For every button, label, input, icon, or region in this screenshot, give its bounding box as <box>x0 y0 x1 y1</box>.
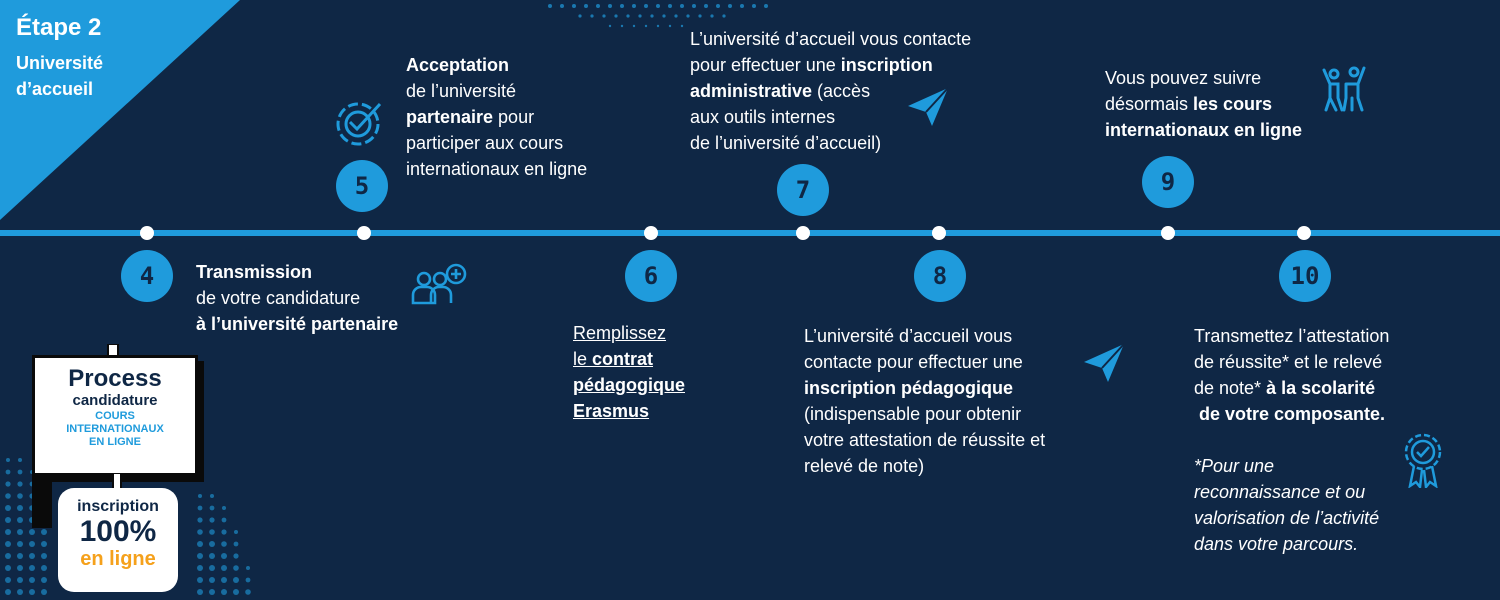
stage-title: Étape 2 <box>16 14 102 41</box>
sign-line: INTERNATIONAUX <box>66 423 164 435</box>
badge-line: en ligne <box>80 548 156 570</box>
step-5-line: internationaux en ligne <box>406 159 588 179</box>
step-8-line: contacte pour effectuer une <box>804 352 1023 372</box>
step-10-note-line: dans votre parcours. <box>1194 534 1359 554</box>
users-add-icon <box>411 263 467 305</box>
step-10-line: de note* <box>1194 378 1267 398</box>
online-badge: inscription 100% en ligne <box>58 488 178 592</box>
step-7-bold: administrative <box>690 81 813 101</box>
step-9-text: Vous pouvez suivre désormais les cours i… <box>1105 65 1302 143</box>
sign-line: COURS <box>95 410 135 422</box>
step-10-note-line: reconnaissance et ou <box>1194 482 1366 502</box>
step-6-link[interactable]: le contrat <box>573 349 653 369</box>
step-5-bold-title: Acceptation <box>406 55 510 75</box>
timeline-dot <box>357 226 371 240</box>
timeline-line <box>0 230 1500 236</box>
badge-percent: 100% <box>79 515 157 548</box>
step-10-note-line: *Pour une <box>1194 456 1275 476</box>
sign-post <box>107 344 119 358</box>
step-8-line: L’université d’accueil vous <box>804 326 1013 346</box>
step-7-number: 7 <box>777 164 829 216</box>
step-10-line: Transmettez l’attestation <box>1194 326 1390 346</box>
step-8-bold: inscription pédagogique <box>804 378 1014 398</box>
step-10-number: 10 <box>1279 250 1331 302</box>
step-6-link-bold: contrat <box>592 349 654 369</box>
step-4-bold-title: Transmission <box>196 262 313 282</box>
step-7-line: de l’université d’accueil) <box>690 133 882 153</box>
step-8-line: votre attestation de réussite et <box>804 430 1046 450</box>
step-7-line: aux outils internes <box>690 107 836 127</box>
step-7-bold: inscription <box>840 55 933 75</box>
timeline-dot <box>140 226 154 240</box>
timeline-dot <box>1161 226 1175 240</box>
step-5-line: pour <box>493 107 535 127</box>
stage-subtitle: Université d’accueil <box>16 53 104 99</box>
check-target-icon <box>336 102 382 146</box>
step-7-text: L’université d’accueil vous contacte pou… <box>690 26 971 156</box>
step-4-line: de votre candidature <box>196 288 361 308</box>
step-8-number: 8 <box>914 250 966 302</box>
step-10-note-line: valorisation de l’activité <box>1194 508 1380 528</box>
step-6-link-part: le <box>573 349 593 369</box>
step-4-bold-line: à l’université partenaire <box>196 314 399 334</box>
step-4-number: 4 <box>121 250 173 302</box>
step-7-line: L’université d’accueil vous contacte <box>690 29 972 49</box>
step-10-bold: de votre composante. <box>1199 404 1386 424</box>
step-5-text: Acceptation de l’université partenaire p… <box>406 52 587 182</box>
step-9-line: désormais <box>1105 94 1194 114</box>
timeline-dot <box>644 226 658 240</box>
step-8-line: (indispensable pour obtenir <box>804 404 1022 424</box>
sign-line: EN LIGNE <box>89 436 141 448</box>
halftone-decoration <box>548 4 768 28</box>
step-7-line: pour effectuer une <box>690 55 841 75</box>
badge-line: inscription <box>77 498 159 515</box>
step-6-link[interactable]: Erasmus <box>573 401 650 421</box>
step-6-link[interactable]: pédagogique <box>573 375 685 395</box>
step-5-number: 5 <box>336 160 388 212</box>
step-10-bold: à la scolarité <box>1266 378 1376 398</box>
sign-subtitle: candidature <box>72 392 158 409</box>
sign-post <box>112 473 122 489</box>
step-6-text: Remplissez le contrat pédagogique Erasmu… <box>573 320 685 424</box>
step-6-link[interactable]: Remplissez <box>573 323 667 343</box>
step-7-line: (accès <box>812 81 871 101</box>
step-9-line: Vous pouvez suivre <box>1105 68 1262 88</box>
paper-plane-icon <box>908 87 949 126</box>
timeline-dot <box>932 226 946 240</box>
step-6-number: 6 <box>625 250 677 302</box>
step-5-line: de l’université <box>406 81 517 101</box>
step-8-line: relevé de note) <box>804 456 925 476</box>
step-4-text: Transmission de votre candidature à l’un… <box>196 259 398 337</box>
sign-post <box>32 468 52 528</box>
stage-corner-banner <box>0 0 240 220</box>
timeline-dot <box>1297 226 1311 240</box>
step-8-text: L’université d’accueil vous contacte pou… <box>804 323 1045 479</box>
paper-plane-icon <box>1084 343 1125 382</box>
timeline-dot <box>796 226 810 240</box>
step-9-number: 9 <box>1142 156 1194 208</box>
step-10-line: de réussite* et le relevé <box>1194 352 1383 372</box>
sign-title: Process <box>68 365 162 392</box>
step-10-note: *Pour une reconnaissance et ou valorisat… <box>1194 453 1379 557</box>
award-ribbon-icon <box>1404 433 1442 488</box>
step-9-bold: les cours <box>1193 94 1273 114</box>
process-sign: Process candidature COURS INTERNATIONAUX… <box>32 355 198 476</box>
step-9-bold: internationaux en ligne <box>1105 120 1303 140</box>
step-5-bold: partenaire <box>406 107 494 127</box>
people-cheer-icon <box>1322 66 1366 112</box>
step-5-line: participer aux cours <box>406 133 564 153</box>
step-10-text: Transmettez l’attestation de réussite* e… <box>1194 323 1389 427</box>
halftone-decoration <box>5 458 251 595</box>
